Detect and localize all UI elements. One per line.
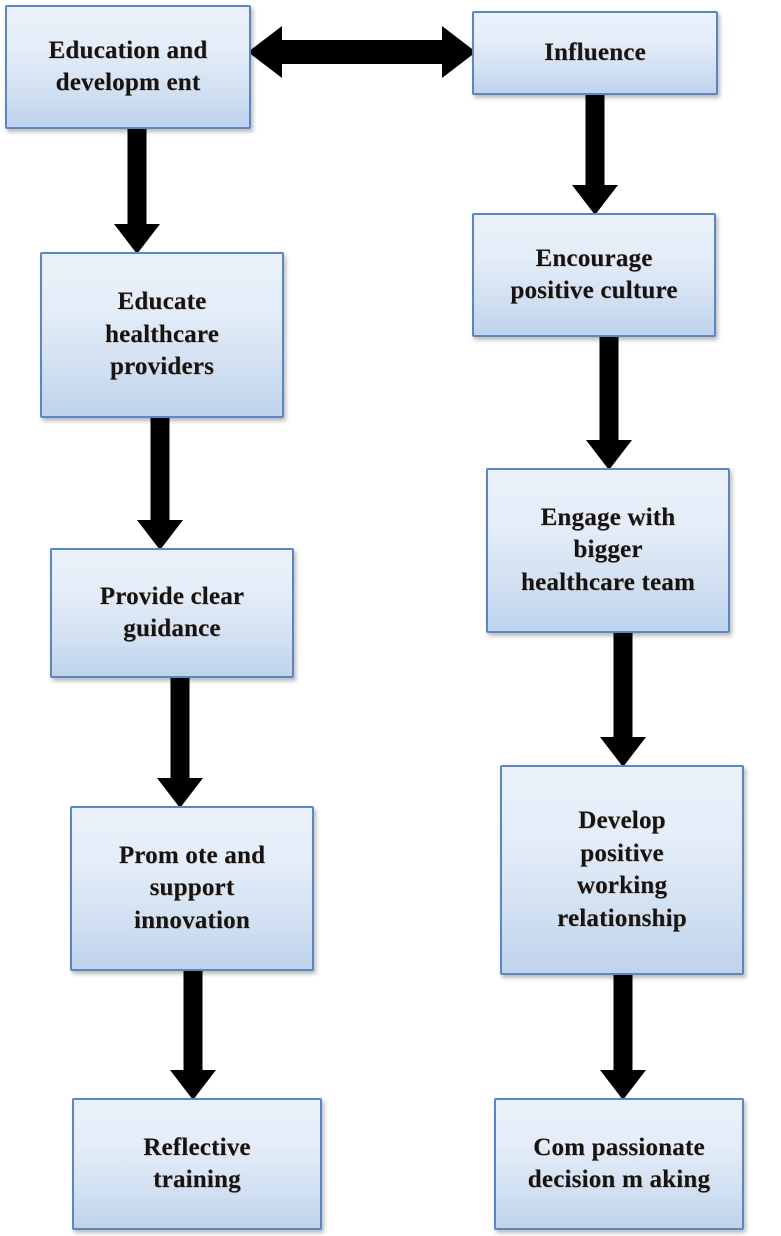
node-encourage-positive-culture[interactable]: Encourage positive culture (472, 213, 716, 337)
node-label: Educate healthcare providers (104, 288, 219, 381)
node-label: Encourage positive culture (510, 244, 678, 305)
node-educate-healthcare-providers[interactable]: Educate healthcare providers (40, 252, 284, 418)
node-label: Develop positive working relationship (557, 807, 687, 932)
node-education-and-development[interactable]: Education and developm ent (5, 5, 251, 129)
arrow-shaft (170, 677, 190, 780)
arrow-head-icon (137, 520, 183, 550)
arrow-shaft (613, 632, 633, 739)
arrow-head-icon (157, 778, 203, 808)
arrow-head-icon (572, 185, 618, 215)
arrow-shaft (613, 974, 633, 1072)
arrow-head-left-icon (248, 26, 282, 78)
arrow-education-to-educate (112, 128, 162, 254)
node-engage-with-bigger-healthcare-team[interactable]: Engage with bigger healthcare team (486, 468, 730, 633)
node-compassionate-decision-making[interactable]: Com passionate decision m aking (494, 1098, 744, 1230)
node-label: Education and developm ent (48, 36, 208, 97)
node-label: Provide clear guidance (99, 582, 245, 643)
arrow-guidance-to-innovation (155, 677, 205, 808)
node-promote-and-support-innovation[interactable]: Prom ote and support innovation (70, 806, 314, 971)
arrow-educate-to-guidance (135, 417, 185, 550)
arrow-head-right-icon (442, 26, 476, 78)
arrow-influence-to-encourage (570, 94, 620, 215)
arrow-head-icon (600, 1070, 646, 1100)
arrow-engage-to-develop (598, 632, 648, 767)
node-provide-clear-guidance[interactable]: Provide clear guidance (50, 548, 294, 678)
node-influence[interactable]: Influence (472, 11, 718, 95)
node-develop-positive-working-relationship[interactable]: Develop positive working relationship (500, 765, 744, 975)
arrow-head-icon (600, 737, 646, 767)
arrow-shaft (150, 417, 170, 522)
arrow-shaft (276, 40, 448, 64)
arrow-head-icon (170, 1070, 216, 1100)
arrow-encourage-to-engage (584, 336, 634, 470)
arrow-develop-to-compassionate (598, 974, 648, 1100)
node-label: Com passionate decision m aking (527, 1133, 711, 1194)
arrow-shaft (183, 969, 203, 1072)
arrow-head-icon (114, 224, 160, 254)
node-reflective-training[interactable]: Reflective training (72, 1098, 322, 1230)
arrow-head-icon (586, 440, 632, 470)
arrow-shaft (585, 94, 605, 187)
arrow-education-influence-bidirectional (248, 26, 476, 78)
arrow-shaft (127, 128, 147, 226)
node-label: Prom ote and support innovation (118, 841, 266, 934)
arrow-innovation-to-reflective (168, 969, 218, 1100)
node-label: Reflective training (143, 1133, 251, 1194)
arrow-shaft (599, 336, 619, 442)
node-label: Engage with bigger healthcare team (520, 503, 695, 596)
node-label: Influence (544, 38, 646, 66)
